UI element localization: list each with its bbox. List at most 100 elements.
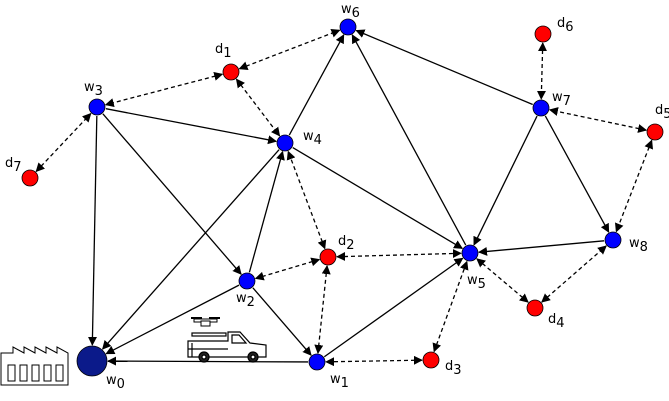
drone-edge-d7-w3 — [35, 112, 92, 173]
drone-edge-d5-w8 — [615, 139, 653, 233]
node-label-subscript: 0 — [117, 377, 125, 392]
node-label-subscript: 3 — [95, 84, 103, 99]
node-label-subscript: 5 — [663, 107, 669, 122]
node-label-base: d — [445, 359, 453, 374]
node-w1 — [308, 353, 326, 371]
truck-edge-w2-w4 — [248, 150, 285, 273]
truck-edge-w2-w0 — [105, 284, 240, 355]
node-label-base: w — [467, 273, 478, 288]
truck-edge-w1-w0 — [107, 356, 309, 366]
node-label-base: w — [84, 80, 95, 95]
node-d4 — [526, 299, 544, 317]
node-label-base: d — [548, 312, 556, 327]
drone-icon — [191, 317, 220, 327]
node-label-subscript: 1 — [341, 376, 349, 391]
node-label-w7: w7 — [552, 90, 571, 109]
node-label-subscript: 8 — [640, 240, 648, 255]
truck-edge-w3-w0 — [87, 115, 98, 346]
node-d2 — [319, 248, 337, 266]
drone-edge-d1-w6 — [238, 28, 341, 71]
drone-edge-d1-w3 — [104, 71, 224, 108]
node-label-d3: d3 — [445, 359, 462, 378]
drone-edge-d2-w4 — [286, 150, 327, 250]
node-label-w8: w8 — [629, 236, 648, 255]
drone-edge-d4-w8 — [541, 245, 607, 303]
node-label-w6: w6 — [341, 2, 360, 21]
node-label-d1: d1 — [215, 42, 232, 61]
node-d5 — [646, 123, 664, 141]
node-w8 — [604, 231, 622, 249]
node-label-w1: w1 — [330, 372, 349, 391]
node-label-subscript: 5 — [478, 277, 486, 292]
node-label-w3: w3 — [84, 80, 103, 99]
node-d3 — [422, 351, 440, 369]
truck-edge-w2-w1 — [252, 287, 312, 356]
truck-edge-w3-w2 — [102, 113, 242, 275]
truck-edge-w7-w8 — [544, 115, 610, 233]
truck-edge-w7-w5 — [473, 115, 538, 246]
truck-edge-w4-w5 — [292, 147, 464, 249]
node-label-d6: d6 — [557, 16, 574, 35]
node-label-base: w — [236, 291, 247, 306]
drone-edge-d6-w7 — [536, 42, 548, 100]
truck-edge-w5-w6 — [351, 34, 467, 246]
node-label-base: w — [106, 373, 117, 388]
truck-edge-w4-w6 — [288, 34, 345, 136]
truck-edge-w8-w5 — [478, 240, 605, 256]
node-label-base: d — [655, 103, 663, 118]
truck-edge-w7-w6 — [355, 29, 533, 106]
node-label-w0: w0 — [106, 373, 125, 392]
node-w2 — [238, 272, 256, 290]
truck-icon — [187, 331, 267, 363]
node-label-base: d — [557, 16, 565, 31]
nodes-layer — [21, 18, 664, 377]
node-label-w2: w2 — [236, 291, 255, 310]
drone-edge-d1-w4 — [235, 78, 281, 137]
node-label-d4: d4 — [548, 312, 565, 331]
node-label-d2: d2 — [338, 234, 355, 253]
drone-edge-d2-w5 — [336, 248, 462, 262]
node-label-subscript: 6 — [565, 20, 573, 35]
node-w6 — [339, 18, 357, 36]
node-label-base: w — [330, 372, 341, 387]
node-w3 — [88, 98, 106, 116]
edges-layer — [35, 28, 653, 367]
node-w5 — [461, 244, 479, 262]
node-label-w5: w5 — [467, 273, 486, 292]
node-label-base: w — [341, 2, 352, 17]
node-d6 — [534, 25, 552, 43]
node-label-subscript: 4 — [314, 133, 322, 148]
node-label-base: w — [552, 90, 563, 105]
drone-edge-d3-w1 — [325, 355, 423, 367]
node-label-base: d — [338, 234, 346, 249]
drone-edge-d5-w7 — [548, 107, 648, 133]
drone-edge-d2-w1 — [314, 265, 331, 354]
node-w7 — [532, 99, 550, 117]
drone-edge-d3-w5 — [432, 260, 469, 353]
truck-edge-w1-w5 — [323, 257, 464, 358]
node-label-subscript: 1 — [223, 46, 231, 61]
node-label-subscript: 6 — [352, 6, 360, 21]
node-label-base: d — [215, 42, 223, 57]
node-label-subscript: 2 — [346, 238, 354, 253]
node-label-subscript: 7 — [563, 94, 571, 109]
node-label-subscript: 4 — [556, 316, 564, 331]
node-w0 — [76, 345, 108, 377]
node-label-base: d — [5, 156, 13, 171]
node-label-base: w — [629, 236, 640, 251]
node-label-d7: d7 — [5, 156, 22, 175]
node-label-subscript: 7 — [13, 160, 21, 175]
node-d7 — [21, 169, 39, 187]
drone-edge-d2-w2 — [254, 257, 321, 281]
node-label-d5: d5 — [655, 103, 669, 122]
truck-edge-w3-w4 — [105, 108, 278, 145]
truck-edge-w4-w0 — [102, 149, 280, 350]
factory-icon — [0, 346, 69, 386]
node-label-w4: w4 — [303, 129, 322, 148]
node-label-subscript: 2 — [247, 295, 255, 310]
node-label-base: w — [303, 129, 314, 144]
node-w4 — [276, 134, 294, 152]
node-label-subscript: 3 — [453, 363, 461, 378]
